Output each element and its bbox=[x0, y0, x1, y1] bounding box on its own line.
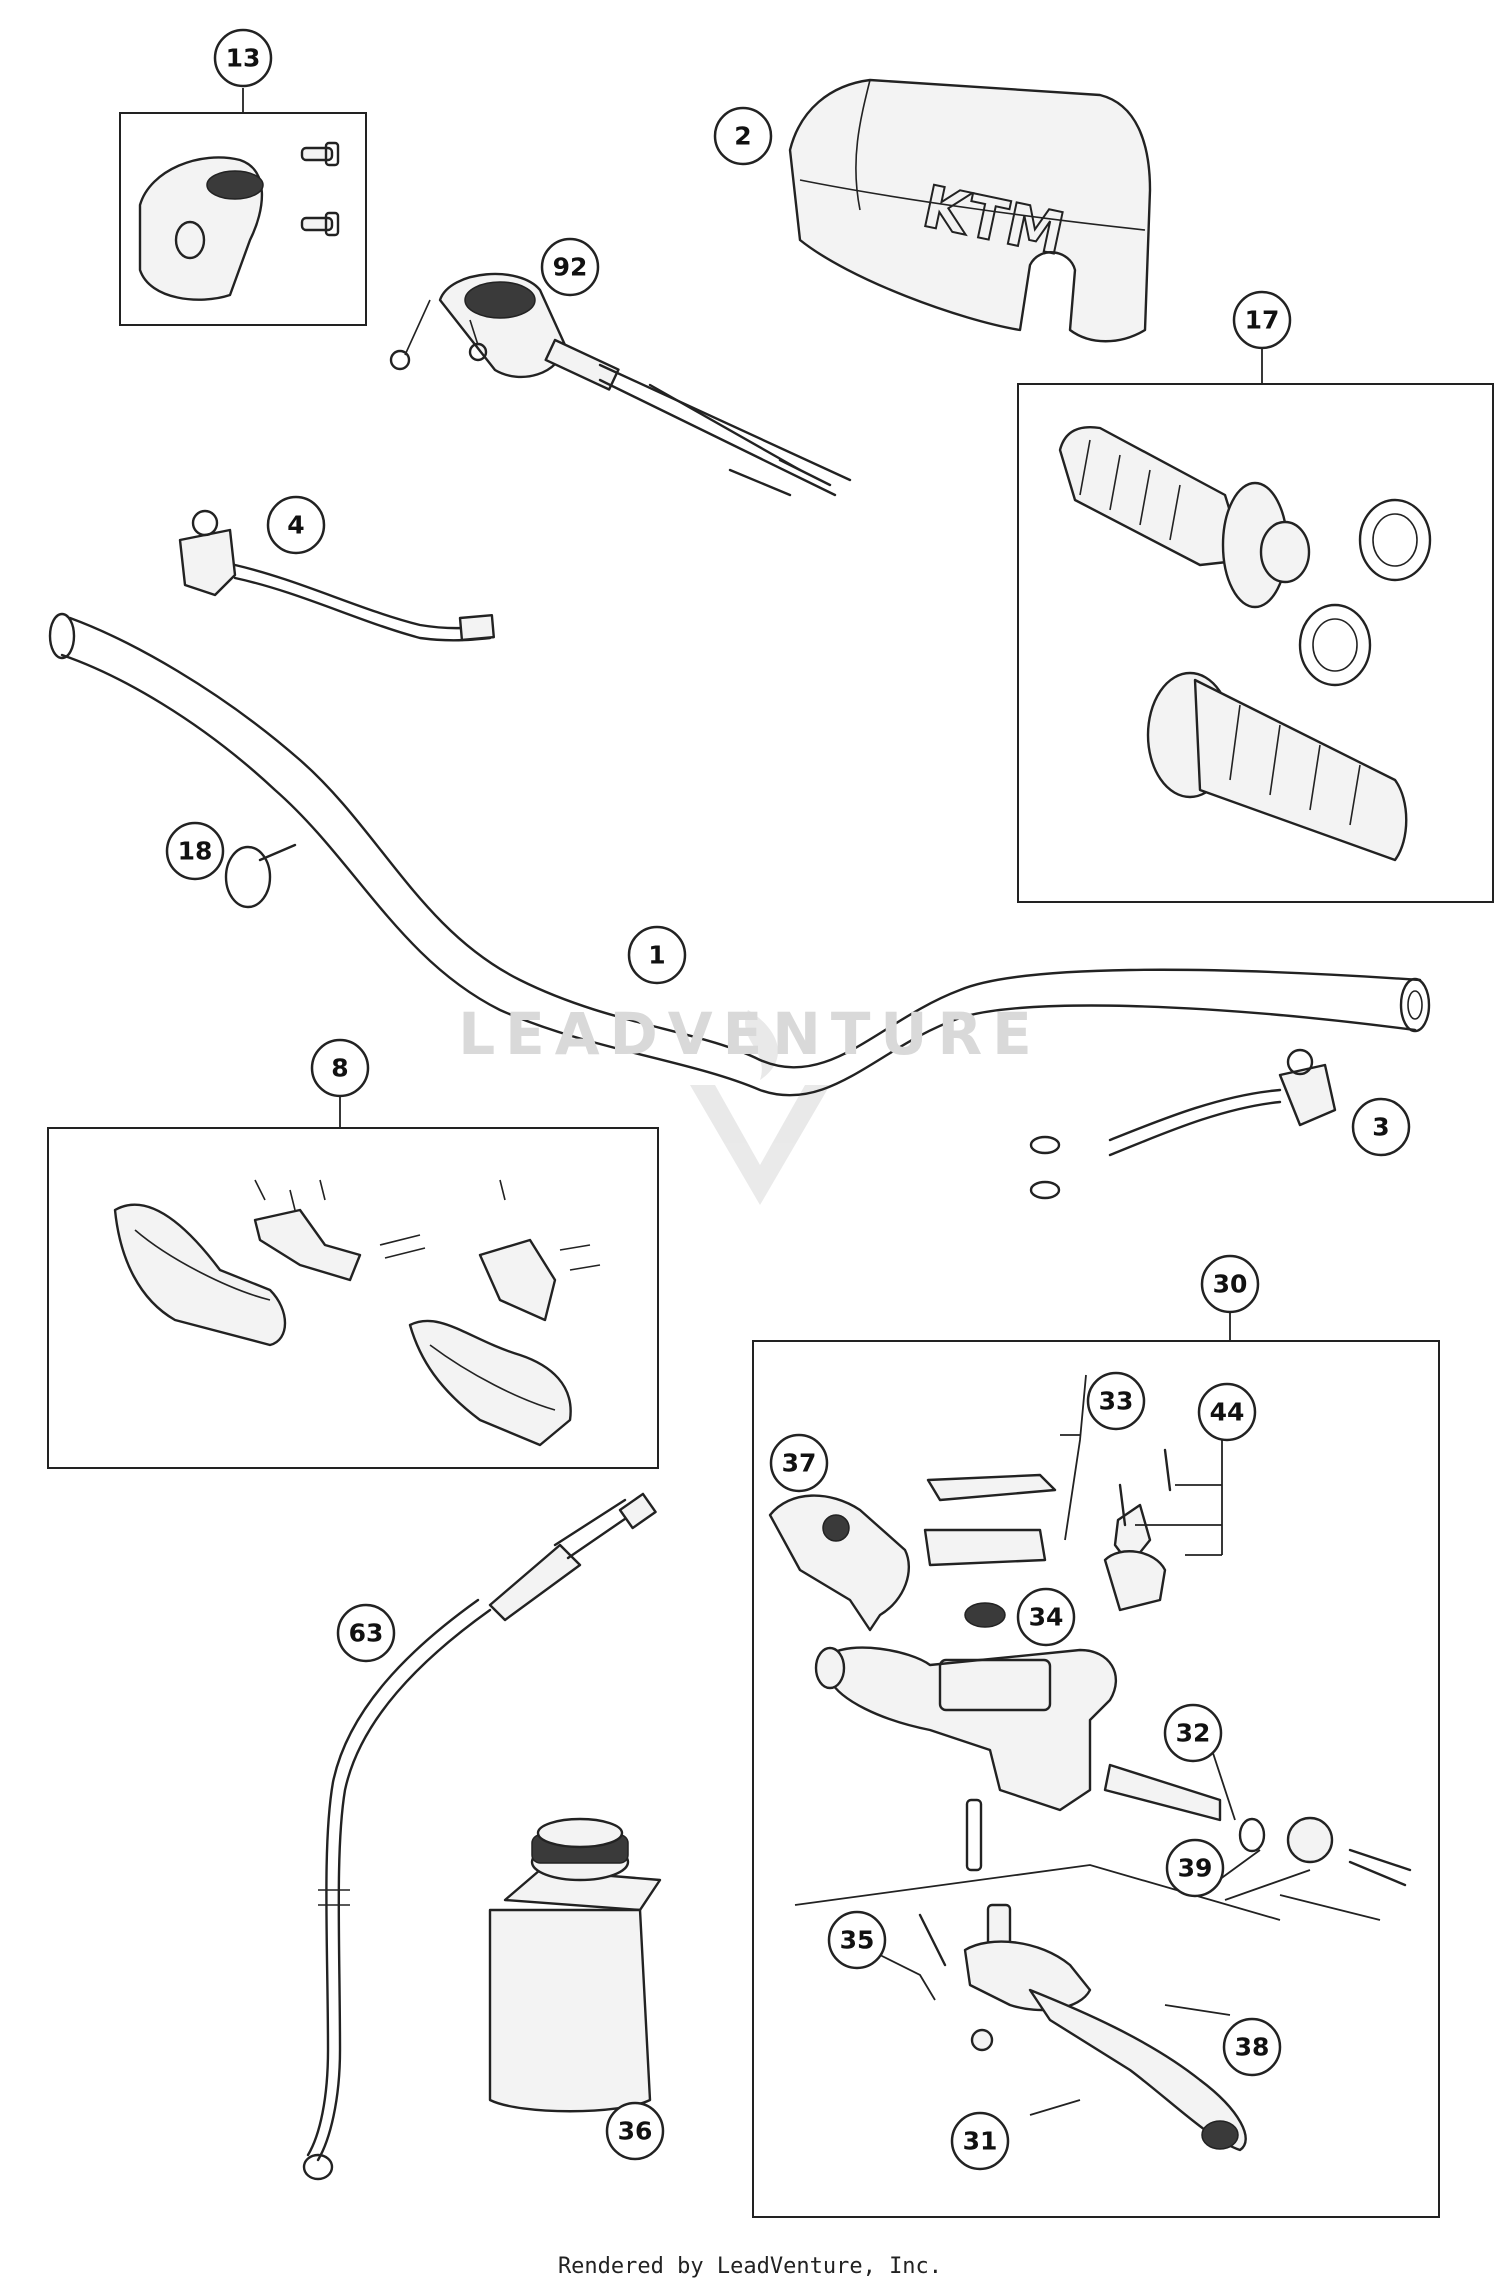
part-92-callout[interactable]: 92 bbox=[540, 237, 600, 297]
part-4-number: 4 bbox=[287, 511, 304, 540]
part-30-callout[interactable]: 30 bbox=[1200, 1254, 1260, 1314]
part-17-callout[interactable]: 17 bbox=[1232, 290, 1292, 350]
part-37-number: 37 bbox=[782, 1449, 817, 1478]
part-35-callout[interactable]: 35 bbox=[827, 1910, 887, 1970]
box-8 bbox=[47, 1127, 659, 1469]
hand-guards bbox=[113, 1179, 601, 1447]
part-35-number: 35 bbox=[840, 1926, 875, 1955]
part-37-callout[interactable]: 37 bbox=[769, 1433, 829, 1493]
part-13-callout[interactable]: 13 bbox=[213, 28, 273, 88]
kill-switch-left bbox=[178, 509, 495, 642]
part-38-number: 38 bbox=[1235, 2033, 1270, 2062]
watermark-text: LEADVENTURE bbox=[458, 1000, 1042, 1068]
part-33-number: 33 bbox=[1099, 1387, 1134, 1416]
part-32-callout[interactable]: 32 bbox=[1163, 1703, 1223, 1763]
part-34-number: 34 bbox=[1029, 1603, 1064, 1632]
switch-housing bbox=[138, 141, 340, 301]
part-8-number: 8 bbox=[331, 1054, 348, 1083]
part-13-number: 13 bbox=[226, 44, 261, 73]
part-36-callout[interactable]: 36 bbox=[605, 2101, 665, 2161]
part-8-callout[interactable]: 8 bbox=[310, 1038, 370, 1098]
part-39-number: 39 bbox=[1178, 1854, 1213, 1883]
part-44-callout[interactable]: 44 bbox=[1197, 1382, 1257, 1442]
part-2-number: 2 bbox=[734, 122, 751, 151]
part-39-callout[interactable]: 39 bbox=[1165, 1838, 1225, 1898]
part-63-callout[interactable]: 63 bbox=[336, 1603, 396, 1663]
part-92-number: 92 bbox=[553, 253, 588, 282]
part-4-callout[interactable]: 4 bbox=[266, 495, 326, 555]
cable-tie bbox=[224, 843, 297, 909]
box-30 bbox=[752, 1340, 1440, 2218]
part-18-callout[interactable]: 18 bbox=[165, 821, 225, 881]
kill-switch-right bbox=[1029, 1048, 1337, 1200]
part-2-callout[interactable]: 2 bbox=[713, 106, 773, 166]
part-30-number: 30 bbox=[1213, 1270, 1248, 1299]
part-1-number: 1 bbox=[648, 941, 665, 970]
part-31-number: 31 bbox=[963, 2127, 998, 2156]
part-17-number: 17 bbox=[1245, 306, 1280, 335]
footer-credit: Rendered by LeadVenture, Inc. bbox=[557, 2254, 943, 2279]
part-63-number: 63 bbox=[349, 1619, 384, 1648]
part-1-callout[interactable]: 1 bbox=[627, 925, 687, 985]
part-38-callout[interactable]: 38 bbox=[1222, 2017, 1282, 2077]
handlebar-pad: KTM bbox=[788, 78, 1152, 343]
throttle-assembly bbox=[389, 272, 852, 497]
part-3-number: 3 bbox=[1372, 1113, 1389, 1142]
hydraulic-line bbox=[302, 1492, 657, 2181]
part-33-callout[interactable]: 33 bbox=[1086, 1371, 1146, 1431]
handlebar bbox=[48, 612, 1431, 1097]
part-31-callout[interactable]: 31 bbox=[950, 2111, 1010, 2171]
part-18-number: 18 bbox=[178, 837, 213, 866]
handle-grips bbox=[1058, 426, 1432, 862]
box-17 bbox=[1017, 383, 1494, 903]
part-36-number: 36 bbox=[618, 2117, 653, 2146]
brake-fluid-bottle bbox=[488, 1817, 662, 2113]
master-cylinder-assembly bbox=[768, 1448, 1412, 2152]
part-34-callout[interactable]: 34 bbox=[1016, 1587, 1076, 1647]
part-32-number: 32 bbox=[1176, 1719, 1211, 1748]
part-44-number: 44 bbox=[1210, 1398, 1245, 1427]
part-3-callout[interactable]: 3 bbox=[1351, 1097, 1411, 1157]
